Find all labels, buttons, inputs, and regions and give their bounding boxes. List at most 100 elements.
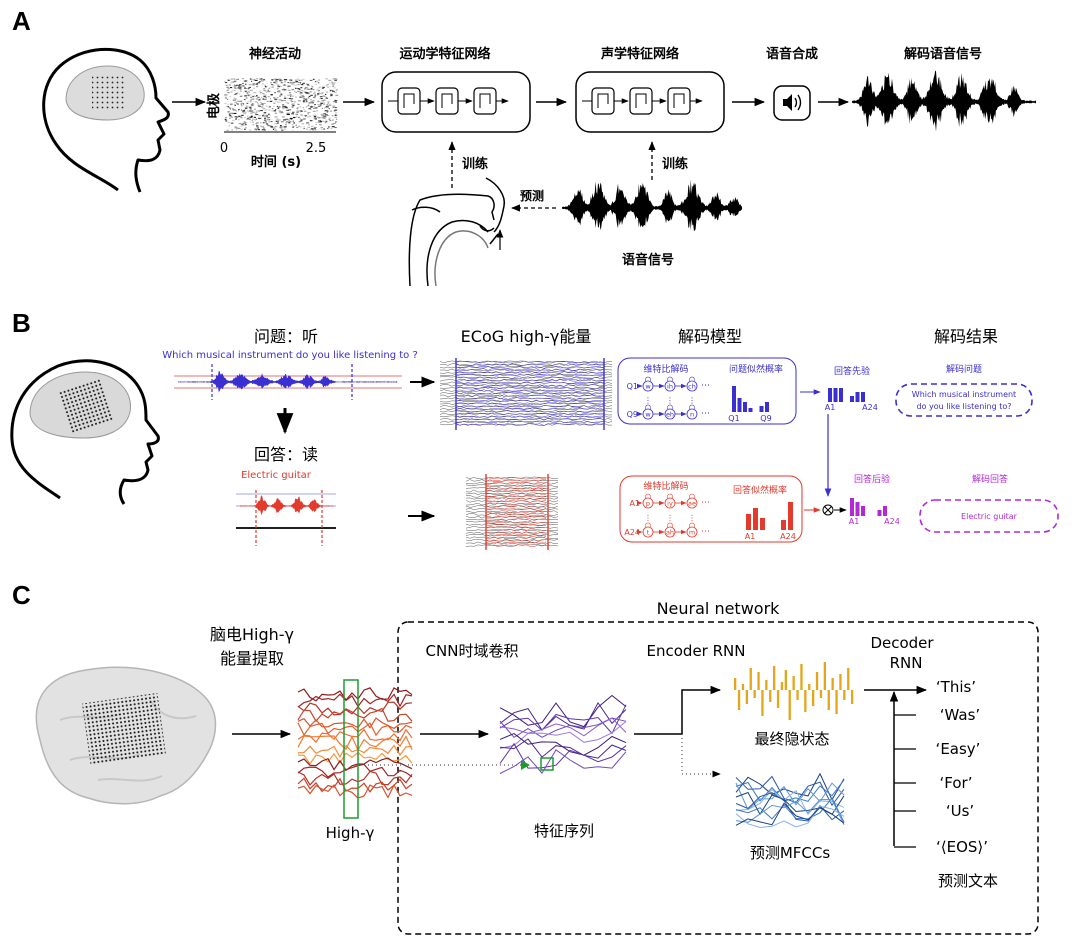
raster-mark (232, 109, 236, 111)
raster-mark (278, 106, 281, 108)
raster-mark (243, 122, 245, 124)
raster-mark (226, 90, 229, 92)
final-hidden-state-bars (734, 662, 854, 720)
raster-mark (234, 85, 237, 87)
raster-mark (244, 95, 247, 97)
raster-mark (283, 88, 285, 90)
raster-mark (270, 125, 273, 127)
raster-mark (241, 117, 243, 119)
phoneme-node (686, 408, 698, 420)
raster-mark (327, 106, 329, 108)
feature-trace (499, 738, 627, 759)
high-gamma-trace (297, 751, 413, 765)
rnn-cell (473, 87, 497, 115)
raster-mark (335, 107, 337, 109)
raster-mark (225, 84, 228, 86)
raster-mark (270, 126, 273, 128)
raster-mark (263, 79, 265, 81)
raster-mark (251, 119, 253, 121)
raster-mark (278, 119, 281, 121)
raster-mark (307, 105, 310, 107)
raster-mark (319, 86, 321, 88)
ecog-trace-highlight (485, 489, 547, 493)
raster-mark (261, 103, 264, 105)
ecog-trace-highlight (455, 397, 605, 400)
raster-mark (245, 124, 247, 126)
ecog-trace (465, 533, 559, 537)
bar (855, 502, 860, 516)
raster-mark (251, 80, 253, 82)
raster-mark (279, 126, 282, 128)
raster-mark (245, 106, 248, 108)
raster-mark (331, 115, 334, 117)
raster-mark (263, 96, 266, 98)
conv-output-box (540, 757, 554, 771)
raster-mark (248, 111, 252, 113)
raster-mark (296, 115, 298, 117)
raster-mark (275, 100, 277, 102)
raster-mark (334, 101, 338, 103)
raster-mark (250, 110, 253, 112)
question-likelihood-label: 问题似然概率 (729, 363, 783, 375)
raster-mark (307, 116, 309, 118)
raster-mark (314, 95, 316, 97)
raster-mark (288, 109, 292, 111)
self-loop (689, 376, 695, 382)
raster-mark (286, 112, 290, 114)
raster-mark (237, 100, 240, 102)
raster-mark (334, 127, 337, 129)
raster-mark (291, 100, 294, 102)
phoneme-label: w (645, 411, 651, 419)
self-loop (667, 493, 673, 499)
raster-mark (243, 109, 246, 111)
raster-mark (268, 113, 270, 115)
viterbi-label-question: 维特比解码 (643, 363, 688, 375)
raster-mark (327, 101, 330, 103)
rnn-cell (591, 87, 615, 115)
bar (748, 408, 753, 412)
raster-mark (247, 90, 250, 92)
raster-mark (321, 87, 324, 89)
raster-mark (298, 88, 301, 90)
raster-mark (258, 117, 261, 119)
raster-mark (295, 87, 297, 89)
raster-mark (233, 93, 237, 95)
raster-mark (322, 103, 325, 105)
raster-mark (309, 101, 311, 103)
raster-mark (287, 121, 289, 123)
raster-mark (281, 107, 285, 109)
high-gamma-trace (297, 717, 413, 730)
raster-mark (314, 93, 316, 95)
raster-mark (262, 98, 265, 100)
raster-mark (319, 105, 322, 107)
ecog-trace-highlight (485, 515, 547, 518)
hidden-state-bar (769, 690, 772, 702)
raster-mark (310, 106, 313, 108)
raster-mark (292, 84, 295, 86)
ecog-trace-highlight (455, 394, 605, 398)
raster-mark (289, 81, 292, 83)
raster-mark (316, 89, 318, 91)
raster-mark (305, 101, 308, 103)
raster-mark (313, 117, 317, 119)
raster-mark (254, 113, 257, 115)
raster-mark (299, 94, 302, 96)
raster-mark (241, 123, 244, 125)
decoding-model-title: 解码模型 (678, 327, 742, 346)
raster-mark (233, 81, 237, 83)
ecog-trace (439, 402, 613, 405)
bar (850, 498, 854, 516)
raster-mark (265, 105, 268, 107)
raster-mark (304, 87, 308, 89)
hidden-state-bar (765, 680, 768, 690)
raster-mark (244, 80, 248, 82)
raster-mark (238, 85, 241, 87)
raster-mark (287, 87, 290, 89)
phoneme-node (686, 526, 698, 538)
self-loop (667, 522, 673, 528)
raster-mark (263, 122, 265, 124)
raster-mark (296, 107, 299, 109)
raster-mark (252, 83, 256, 85)
raster-mark (226, 105, 230, 107)
